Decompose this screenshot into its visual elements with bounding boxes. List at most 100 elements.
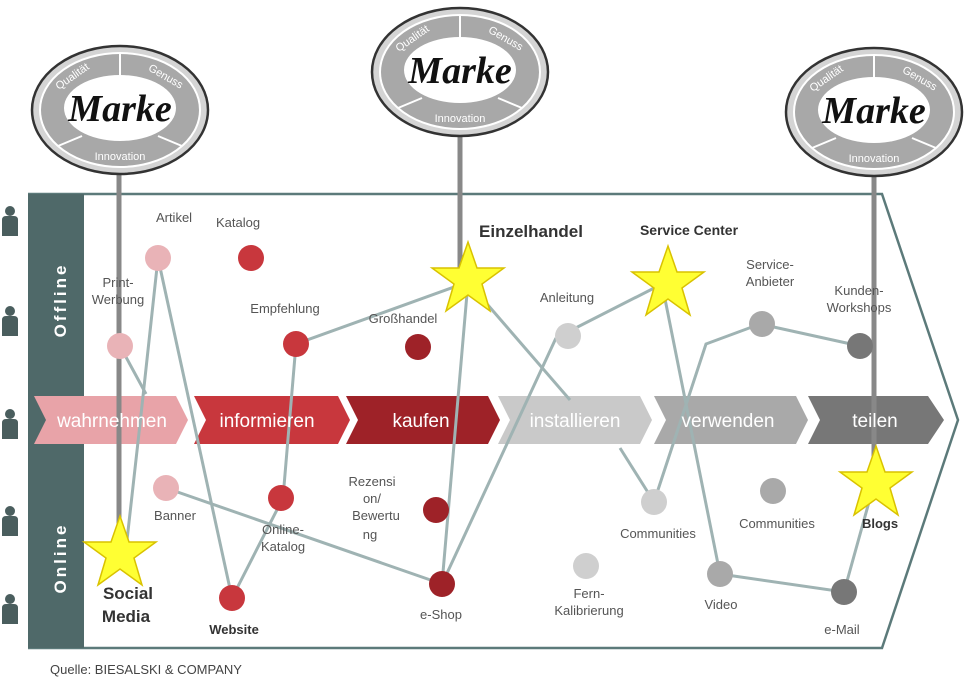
label-grosshandel: Großhandel: [369, 311, 438, 326]
label-rezension-3: Bewertu: [352, 508, 400, 523]
touchpoint-online-katalog: [268, 485, 294, 511]
brand-badge: Marke Qualität Genuss Innovation: [370, 6, 550, 138]
brand-badge: Marke Qualität Genuss Innovation: [30, 44, 210, 176]
highlight-labels: Einzelhandel Service Center Social Media…: [102, 222, 898, 637]
stage-label-kaufen: kaufen: [392, 411, 449, 432]
stage-label-installieren: installieren: [530, 411, 621, 432]
person-icon: [2, 594, 18, 624]
label-social-media-2: Media: [102, 607, 151, 626]
label-communities-2: Communities: [739, 516, 815, 531]
star-icon: [629, 243, 707, 317]
touchpoint-banner: [153, 475, 179, 501]
label-kunden-workshops-2: Workshops: [827, 300, 892, 315]
label-website: Website: [209, 622, 259, 637]
source-note: Quelle: BIESALSKI & COMPANY: [50, 662, 242, 677]
label-e-shop: e-Shop: [420, 607, 462, 622]
label-service-center: Service Center: [640, 222, 739, 238]
touchpoint-communities-2: [760, 478, 786, 504]
brand-poles: [116, 128, 877, 558]
stage-arrow-informieren: [194, 396, 350, 444]
brand-name: Marke: [67, 88, 172, 130]
brand-name: Marke: [821, 90, 926, 132]
path-line: [440, 337, 558, 585]
label-rezension-4: ng: [363, 527, 377, 542]
touchpoint-video: [707, 561, 733, 587]
band-label-offline: Offline: [51, 263, 70, 338]
badge-center: [818, 77, 930, 143]
label-online-katalog-1: Online-: [262, 522, 304, 537]
person-icons: [2, 206, 18, 624]
label-e-mail: e-Mail: [824, 622, 860, 637]
label-blogs: Blogs: [862, 516, 898, 531]
path-line: [652, 322, 861, 503]
label-fern-kalibrierung-2: Kalibrierung: [554, 603, 623, 618]
touchpoint-e-shop: [429, 571, 455, 597]
label-print-werbung-1: Print-: [102, 275, 133, 290]
touchpoint-e-mail: [831, 579, 857, 605]
stage-label-verwenden: verwenden: [682, 411, 775, 432]
brand-badges: Marke Qualität Genuss Innovation Marke Q…: [30, 6, 964, 178]
label-rezension-2: on/: [363, 491, 381, 506]
person-icon: [2, 206, 18, 236]
brand-badge: Marke Qualität Genuss Innovation: [784, 46, 964, 178]
badge-divider: [497, 97, 523, 109]
label-service-anbieter-2: Anbieter: [746, 274, 795, 289]
person-icon: [2, 506, 18, 536]
label-online-katalog-2: Katalog: [261, 539, 305, 554]
stage-arrow-wahrnehmen: [34, 396, 188, 444]
touchpoint-katalog: [238, 245, 264, 271]
highlight-stars: [81, 239, 915, 587]
badge-divider: [911, 137, 937, 149]
label-fern-kalibrierung-1: Fern-: [573, 586, 604, 601]
label-artikel: Artikel: [156, 210, 192, 225]
label-communities-1: Communities: [620, 526, 696, 541]
label-rezension-1: Rezensi: [349, 474, 396, 489]
segment-bottom: Innovation: [435, 113, 486, 125]
touchpoint-service-anbieter: [749, 311, 775, 337]
touchpoint-print-werbung: [107, 333, 133, 359]
segment-bottom: Innovation: [849, 153, 900, 165]
touchpoint-kunden-workshops: [847, 333, 873, 359]
badge-divider: [57, 135, 83, 147]
touchpoint-labels: Artikel Katalog Print- Werbung Empfehlun…: [92, 210, 892, 637]
touchpoint-anleitung: [555, 323, 581, 349]
star-icon: [429, 239, 507, 313]
label-print-werbung-2: Werbung: [92, 292, 145, 307]
touchpoint-website: [219, 585, 245, 611]
stage-arrow-kaufen: [346, 396, 500, 444]
touchpoint-empfehlung: [283, 331, 309, 357]
band-label-online: Online: [51, 523, 70, 594]
label-service-anbieter-1: Service-: [746, 257, 794, 272]
label-banner: Banner: [154, 508, 197, 523]
touchpoint-rezension: [423, 497, 449, 523]
touchpoint-grosshandel: [405, 334, 431, 360]
touchpoint-artikel: [145, 245, 171, 271]
label-anleitung: Anleitung: [540, 290, 594, 305]
badge-divider: [397, 97, 423, 109]
stage-label-wahrnehmen: wahrnehmen: [56, 411, 167, 432]
touchpoints: [107, 245, 873, 611]
badge-center: [64, 75, 176, 141]
label-einzelhandel: Einzelhandel: [479, 222, 583, 241]
label-social-media-1: Social: [103, 584, 153, 603]
label-kunden-workshops-1: Kunden-: [834, 283, 883, 298]
stage-labels: wahrnehmen informieren kaufen installier…: [56, 411, 898, 432]
badge-center: [404, 37, 516, 103]
label-katalog: Katalog: [216, 215, 260, 230]
stage-label-informieren: informieren: [219, 411, 314, 432]
stage-label-teilen: teilen: [852, 411, 897, 432]
badge-divider: [811, 137, 837, 149]
segment-bottom: Innovation: [95, 151, 146, 163]
person-icon: [2, 306, 18, 336]
touchpoint-fern-kalibrierung: [573, 553, 599, 579]
brand-name: Marke: [407, 50, 512, 92]
person-icon: [2, 409, 18, 439]
label-video: Video: [704, 597, 737, 612]
touchpoint-communities-1: [641, 489, 667, 515]
stage-arrow-installieren: [498, 396, 652, 444]
label-empfehlung: Empfehlung: [250, 301, 319, 316]
star-icon: [81, 513, 159, 587]
star-icon: [837, 443, 915, 517]
badge-divider: [157, 135, 183, 147]
